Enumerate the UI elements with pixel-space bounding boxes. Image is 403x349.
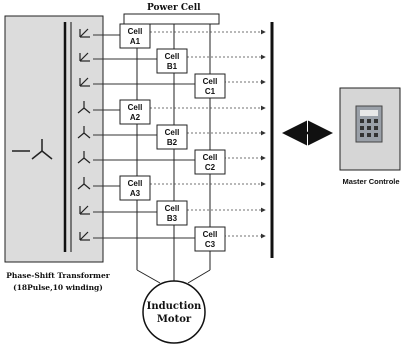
cell-A3: Cell A3 bbox=[120, 176, 150, 200]
svg-text:Cell: Cell bbox=[165, 52, 180, 61]
cell-A2: Cell A2 bbox=[120, 100, 150, 124]
transformer-label-1: Phase-Shift Transformer bbox=[6, 271, 110, 280]
transformer-label-2: (18Pulse,10 winding) bbox=[13, 283, 103, 292]
cell-B2: Cell B2 bbox=[157, 125, 187, 149]
svg-text:Cell: Cell bbox=[128, 179, 143, 188]
svg-text:A3: A3 bbox=[130, 189, 141, 198]
svg-text:Cell: Cell bbox=[203, 230, 218, 239]
master-controller: Master Controle bbox=[340, 88, 400, 186]
motor-label-2: Motor bbox=[157, 314, 192, 325]
svg-text:Cell: Cell bbox=[128, 103, 143, 112]
induction-motor: Induction Motor bbox=[143, 281, 205, 343]
cell-B1: Cell B1 bbox=[157, 49, 187, 73]
controller-label: Master Controle bbox=[342, 177, 399, 186]
phase-shift-transformer bbox=[5, 16, 103, 262]
svg-text:B1: B1 bbox=[167, 62, 178, 71]
svg-text:A2: A2 bbox=[130, 113, 141, 122]
svg-text:Cell: Cell bbox=[165, 204, 180, 213]
svg-text:C3: C3 bbox=[205, 240, 216, 249]
svg-text:B3: B3 bbox=[167, 214, 178, 223]
cell-C2: Cell C2 bbox=[195, 150, 225, 174]
svg-text:Cell: Cell bbox=[203, 77, 218, 86]
svg-text:C1: C1 bbox=[205, 87, 216, 96]
svg-text:Cell: Cell bbox=[203, 153, 218, 162]
cell-A1: Cell A1 bbox=[120, 24, 150, 48]
motor-label-1: Induction bbox=[147, 301, 202, 312]
power-cell-label: Power Cell bbox=[147, 3, 201, 13]
svg-text:B2: B2 bbox=[167, 138, 178, 147]
svg-text:C2: C2 bbox=[205, 163, 216, 172]
cell-C1: Cell C1 bbox=[195, 74, 225, 98]
svg-text:A1: A1 bbox=[130, 37, 141, 46]
svg-text:Cell: Cell bbox=[128, 27, 143, 36]
svg-text:Cell: Cell bbox=[165, 128, 180, 137]
cell-B3: Cell B3 bbox=[157, 201, 187, 225]
cell-C3: Cell C3 bbox=[195, 227, 225, 251]
